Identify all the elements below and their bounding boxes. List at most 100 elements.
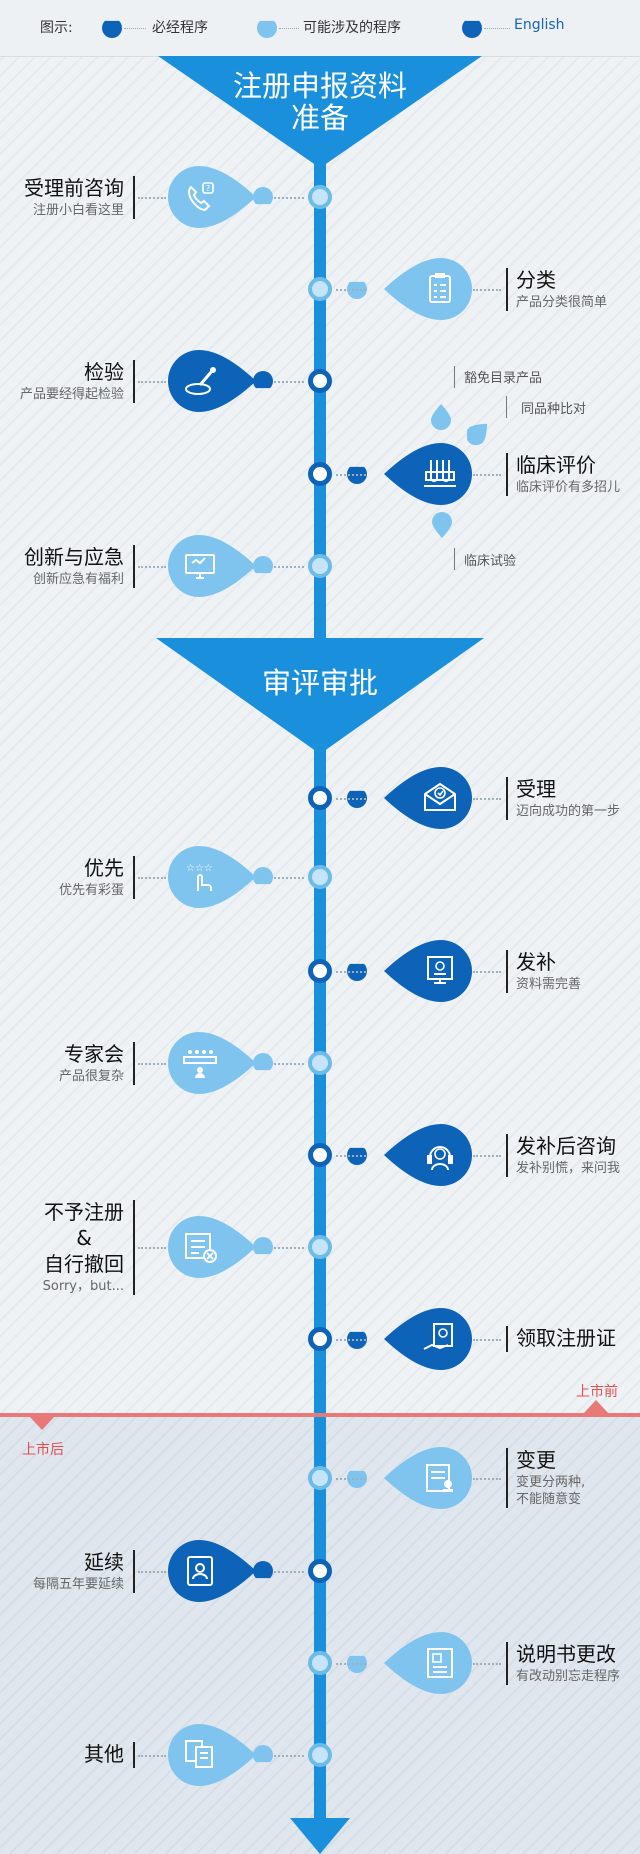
step-marker-renew[interactable] [168,1540,258,1602]
step-title-expert[interactable]: 专家会 [64,1041,124,1066]
step-title-consult[interactable]: 受理前咨询 [24,175,124,200]
stage2-title: 审评审批 [261,666,378,700]
label-bar [506,776,508,820]
dashed-connector [336,474,366,476]
label-bar [506,949,508,993]
dashed-connector [138,197,166,199]
step-marker-inspect[interactable] [168,350,258,412]
step-marker-priority[interactable]: ☆☆☆ [168,846,258,908]
step-connector-drop-icon [253,1237,273,1255]
step-marker-manual[interactable] [382,1632,472,1694]
dashed-connector [473,1663,501,1665]
dashed-connector [336,798,366,800]
headset-icon [427,1146,453,1171]
id-card-icon [187,1556,213,1586]
label-bar [506,452,508,496]
step-sub-innovate: 创新应急有福利 [32,571,124,587]
label-bar [133,855,135,899]
step-sub-clinical: 临床评价有多招儿 [516,479,621,495]
document-screen-icon [427,956,453,984]
documents-icon [185,1740,213,1768]
dashed-connector [473,289,501,291]
step-title-renew[interactable]: 延续 [84,1549,124,1574]
dashed-connector [473,1155,501,1157]
legend-english-label[interactable]: English [514,17,565,33]
step-title-supplement[interactable]: 发补 [516,949,556,974]
dashed-connector [336,1663,366,1665]
step-sub-accept: 迈向成功的第一步 [516,803,621,819]
dashed-connector [336,289,366,291]
manual-icon [427,1648,453,1678]
timeline-node-reject [308,1235,332,1259]
dashed-connector [274,197,304,199]
step-marker-other[interactable] [168,1724,258,1786]
legend-light-drop-icon [257,20,277,38]
pre-market-label: 上市前 [576,1384,618,1400]
step-marker-reject[interactable] [168,1216,258,1278]
step-sub-postconsult: 发补别慌，来问我 [516,1160,621,1176]
dashed-connector [274,1755,304,1757]
step-title-clinical[interactable]: 临床评价 [516,452,596,477]
step-marker-innovate[interactable] [168,535,258,597]
step-title-manual[interactable]: 说明书更改 [516,1641,616,1666]
step-connector-drop-icon [253,371,273,389]
step-sub-consult: 注册小白看这里 [32,202,124,218]
svg-text:?: ? [206,184,210,193]
step-title-change[interactable]: 变更 [516,1448,556,1472]
monitor-icon [185,554,215,579]
dashed-connector [274,1063,304,1065]
test-tubes-icon [424,460,456,487]
step-marker-certificate[interactable] [382,1308,472,1370]
step-title-postconsult[interactable]: 发补后咨询 [516,1133,616,1158]
step-marker-accept[interactable] [382,767,472,829]
step-title-other[interactable]: 其他 [84,1742,124,1766]
dashed-connector [274,566,304,568]
stamp-doc-icon [426,1464,453,1492]
step-marker-consult[interactable]: ? [168,166,258,228]
stage1-banner [158,56,482,168]
step-title-innovate[interactable]: 创新与应急 [24,544,124,569]
certificate-hand-icon [423,1323,453,1350]
annotation-bar [506,396,507,418]
step-marker-postconsult[interactable] [382,1124,472,1186]
step-title-inspect[interactable]: 检验 [84,359,124,384]
clinical-option-exempt: 豁免目录产品 [464,371,543,386]
label-bar [133,1041,135,1085]
meeting-icon [183,1050,217,1078]
dashed-connector [138,381,166,383]
dashed-connector [473,1339,501,1341]
timeline-node-renew [308,1559,332,1583]
dashed-connector [336,971,366,973]
step-marker-change[interactable] [382,1447,472,1509]
step-title-certificate[interactable]: 领取注册证 [516,1326,616,1350]
step-marker-supplement[interactable] [382,940,472,1002]
step-marker-expert[interactable] [168,1032,258,1094]
timeline-node-priority [308,865,332,889]
timeline-node-other [308,1743,332,1767]
step-connector-drop-icon [253,187,273,205]
dashed-connector [274,381,304,383]
dashed-connector [274,1571,304,1573]
label-bar [506,1326,508,1352]
annotation-bar [454,548,455,570]
step-sub-reject: Sorry，but... [42,1278,124,1294]
step-marker-classify[interactable] [382,258,472,320]
legend: 图示: 必经程序 可能涉及的程序 English [0,0,640,57]
step-marker-clinical[interactable] [382,443,472,505]
step-sub-priority: 优先有彩蛋 [58,882,124,898]
label-bar [506,1448,508,1508]
post-market-label: 上市后 [22,1442,64,1458]
label-bar [133,544,135,588]
envelope-check-icon [424,782,456,811]
label-bar [133,1199,135,1295]
clinical-option-trial: 临床试验 [464,554,517,569]
stage2-banner [156,638,484,754]
step-title-accept[interactable]: 受理 [516,776,556,801]
step-title-reject[interactable]: 不予注册&自行撤回 [44,1199,124,1276]
timeline-node-change [308,1466,332,1490]
timeline-node-certificate [308,1327,332,1351]
step-sub-change: 变更分两种, 不能随意变 [516,1475,586,1507]
step-title-priority[interactable]: 优先 [84,855,124,880]
hand-stars-icon: ☆☆☆ [186,863,213,891]
step-title-classify[interactable]: 分类 [516,267,556,292]
